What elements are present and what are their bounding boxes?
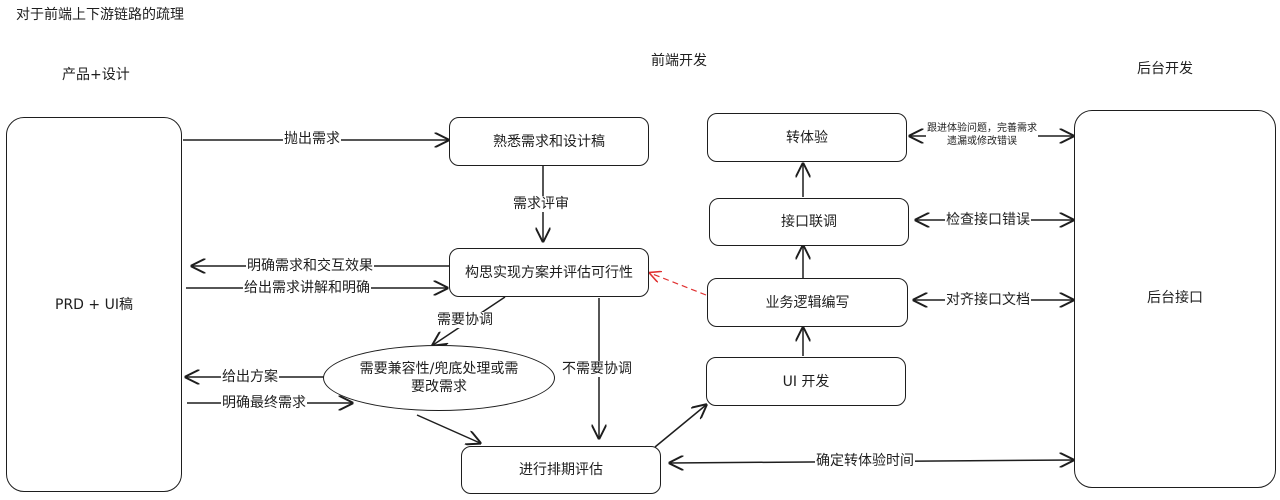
node-familiarize-label: 熟悉需求和设计稿 (493, 133, 605, 150)
node-prd[interactable]: PRD + UI稿 (6, 117, 182, 492)
label-need-coord: 需要协调 (436, 312, 494, 328)
lane-header-product: 产品+设计 (62, 67, 130, 83)
label-give-explanation: 给出需求讲解和明确 (243, 280, 371, 296)
node-design-solution-label: 构思实现方案并评估可行性 (465, 264, 633, 281)
label-give-solution: 给出方案 (221, 369, 279, 385)
lane-header-frontend: 前端开发 (651, 53, 707, 69)
node-backend-api-label: 后台接口 (1147, 290, 1203, 306)
node-familiarize[interactable]: 熟悉需求和设计稿 (449, 117, 649, 166)
label-check-errors: 检查接口错误 (945, 212, 1031, 228)
node-compat-label: 需要兼容性/兜底处理或需要改需求 (359, 361, 519, 395)
node-handoff[interactable]: 转体验 (707, 113, 907, 162)
label-align-docs: 对齐接口文档 (945, 292, 1031, 308)
label-followup-line2: 遗漏或修改错误 (947, 136, 1017, 147)
node-schedule[interactable]: 进行排期评估 (461, 446, 661, 494)
label-no-coord: 不需要协调 (561, 361, 633, 377)
lane-header-backend: 后台开发 (1137, 61, 1193, 77)
node-compat[interactable]: 需要兼容性/兜底处理或需要改需求 (323, 345, 555, 411)
node-api-debug-label: 接口联调 (781, 214, 837, 230)
node-schedule-label: 进行排期评估 (519, 462, 603, 478)
node-design-solution[interactable]: 构思实现方案并评估可行性 (449, 248, 649, 297)
node-ui-dev[interactable]: UI 开发 (706, 357, 906, 406)
label-final-req: 明确最终需求 (221, 395, 307, 411)
node-logic[interactable]: 业务逻辑编写 (707, 278, 908, 327)
edge-feedback-dashed (650, 273, 707, 296)
node-prd-label: PRD + UI稿 (55, 296, 133, 313)
node-logic-label: 业务逻辑编写 (765, 294, 850, 311)
edge-schedule-ui (654, 405, 706, 448)
edge-ellipse-schedule (416, 414, 480, 443)
label-clarify-interaction: 明确需求和交互效果 (246, 258, 374, 274)
node-handoff-label: 转体验 (786, 129, 828, 146)
label-throw-req: 抛出需求 (283, 131, 341, 147)
node-api-debug[interactable]: 接口联调 (709, 198, 909, 246)
node-backend-api[interactable]: 后台接口 (1074, 110, 1276, 488)
label-req-review: 需求评审 (512, 196, 570, 212)
diagram-title: 对于前端上下游链路的疏理 (16, 7, 184, 23)
label-confirm-time: 确定转体验时间 (815, 453, 915, 469)
node-ui-dev-label: UI 开发 (782, 373, 830, 390)
label-followup: 跟进体验问题，完善需求 遗漏或修改错误 (926, 122, 1038, 148)
label-followup-line1: 跟进体验问题，完善需求 (927, 123, 1037, 134)
